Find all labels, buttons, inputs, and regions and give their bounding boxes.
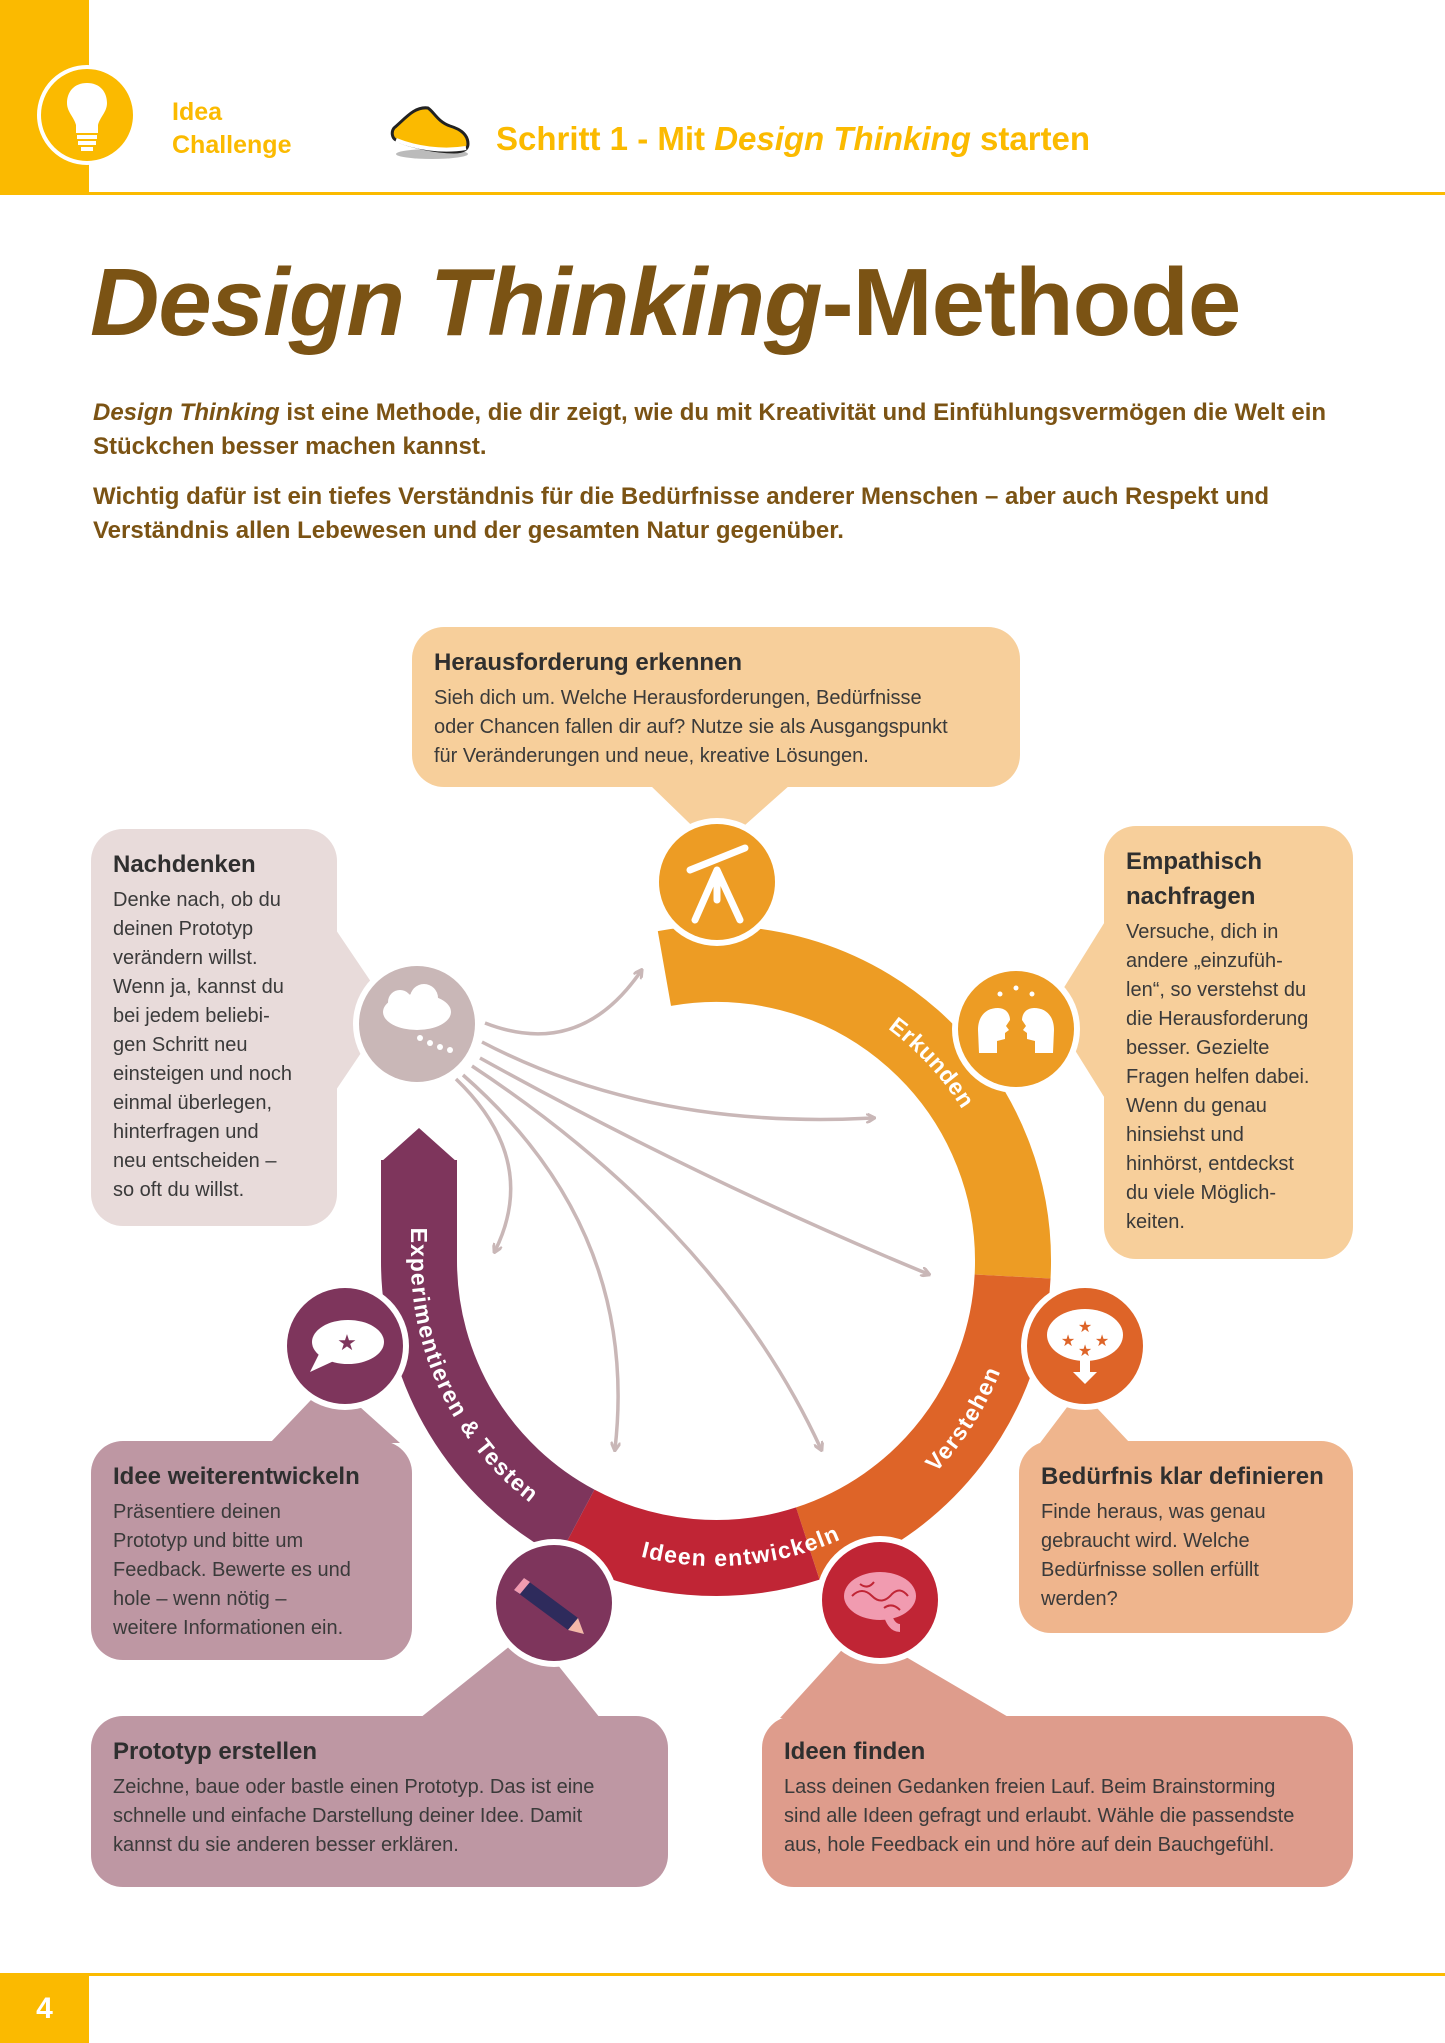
step-italic: Design Thinking bbox=[714, 120, 971, 157]
intro-text: ist eine Methode, die dir zeigt, wie du … bbox=[93, 399, 1327, 460]
arrow bbox=[471, 1064, 821, 1449]
step-prefix: Schritt 1 - Mit bbox=[496, 120, 715, 157]
arrow bbox=[484, 971, 641, 1036]
pointer bbox=[1050, 920, 1106, 1100]
intro-paragraph-2: Wichtig dafür ist ein tiefes Verständnis… bbox=[93, 483, 1270, 544]
svg-text:★: ★ bbox=[337, 1330, 357, 1355]
page-number: 4 bbox=[0, 1974, 89, 2043]
box-title: Bedürfnis klar definieren bbox=[1041, 1463, 1324, 1490]
box-title: Ideen finden bbox=[784, 1738, 926, 1765]
box-text: Präsentiere deinen Prototyp und bitte um… bbox=[113, 1501, 351, 1639]
footer-divider bbox=[0, 1973, 1445, 1976]
pointer bbox=[270, 1380, 400, 1443]
arrow-head bbox=[381, 1128, 457, 1162]
brain-icon bbox=[816, 1536, 944, 1664]
svg-text:★: ★ bbox=[1078, 1319, 1092, 1336]
title-rest: -Methode bbox=[821, 249, 1242, 356]
box-text: Sieh dich um. Welche Herausforderungen, … bbox=[434, 687, 948, 767]
box-text: Lass deinen Gedanken freien Lauf. Beim B… bbox=[784, 1776, 1295, 1856]
box-text: Zeichne, baue oder bastle einen Prototyp… bbox=[113, 1776, 595, 1856]
step-suffix: starten bbox=[970, 120, 1091, 157]
pencil-icon bbox=[490, 1539, 618, 1667]
box-title: Nachdenken bbox=[113, 851, 256, 878]
title-italic: Design Thinking bbox=[90, 249, 823, 356]
box-text: Finde heraus, was genau gebraucht wird. … bbox=[1041, 1501, 1266, 1610]
speech-bubble-star-icon: ★ bbox=[281, 1282, 409, 1410]
segment-ideen bbox=[558, 1489, 820, 1596]
segment-flare bbox=[672, 930, 760, 1000]
pointer bbox=[650, 785, 790, 850]
page-title: Design Thinking-Methode bbox=[90, 248, 1242, 358]
intro-italic: Design Thinking bbox=[93, 399, 280, 426]
box-text: Versuche, dich in andere „einzufüh- len“… bbox=[1126, 921, 1310, 1233]
svg-text:★: ★ bbox=[1078, 1343, 1092, 1360]
feedback-arrows bbox=[454, 971, 928, 1449]
thought-cloud-icon bbox=[353, 960, 481, 1088]
box-title: Prototyp erstellen bbox=[113, 1738, 318, 1765]
pointer bbox=[780, 1630, 1010, 1718]
pointer bbox=[1040, 1390, 1130, 1443]
arrow bbox=[481, 1040, 873, 1119]
box-title: Empathisch nachfragen bbox=[1126, 848, 1263, 910]
intro-paragraph-1: Design Thinking ist eine Methode, die di… bbox=[93, 396, 1343, 464]
heads-icon bbox=[952, 965, 1080, 1093]
header-divider bbox=[0, 192, 1445, 195]
brand-label: Idea Challenge bbox=[172, 98, 292, 159]
telescope-icon bbox=[653, 818, 781, 946]
sneaker-icon bbox=[388, 98, 473, 165]
idea-cloud-stars-icon: ★★★★ bbox=[1021, 1282, 1149, 1410]
step-heading: Schritt 1 - Mit Design Thinking starten bbox=[496, 120, 1090, 158]
arrow bbox=[454, 1077, 513, 1251]
pointer bbox=[420, 1630, 600, 1718]
box-title: Herausforderung erkennen bbox=[434, 649, 743, 676]
lightbulb-icon bbox=[37, 65, 137, 165]
segment-experimentieren bbox=[381, 1160, 595, 1557]
arrow bbox=[479, 1056, 928, 1274]
svg-text:★: ★ bbox=[1061, 1333, 1075, 1350]
box-title: Idee weiterentwickeln bbox=[113, 1463, 360, 1490]
arrow bbox=[461, 1073, 618, 1449]
svg-text:★: ★ bbox=[1095, 1333, 1109, 1350]
box-text: Denke nach, ob du deinen Prototyp veränd… bbox=[113, 889, 293, 1201]
segment-verstehen bbox=[795, 1273, 1051, 1580]
